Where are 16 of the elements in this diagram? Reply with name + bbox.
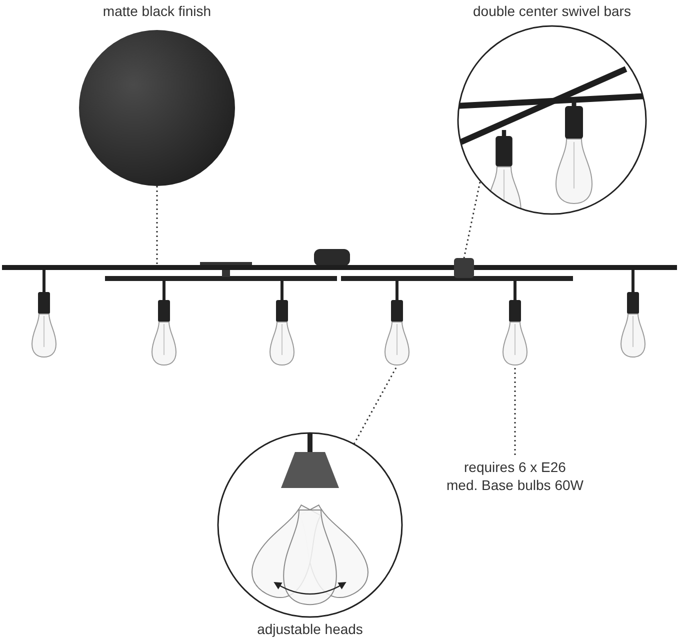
leader-line xyxy=(463,182,481,258)
callout-heading: matte black finish xyxy=(102,2,212,20)
light-bulb xyxy=(620,270,646,358)
swivel-connector xyxy=(454,258,474,278)
leader-line xyxy=(353,366,398,444)
callout-heading: double center swivel bars xyxy=(472,2,632,20)
leader-line xyxy=(156,186,158,265)
leader-line xyxy=(514,366,516,455)
light-bulb xyxy=(384,281,410,366)
light-bulb xyxy=(32,270,56,358)
light-bar xyxy=(2,265,677,270)
callout-heading: adjustable heads xyxy=(256,620,364,638)
light-bulb xyxy=(152,281,176,366)
light-bulb xyxy=(502,281,528,366)
callout-text: requires 6 x E26 med. Base bulbs 60W xyxy=(430,458,600,494)
light-bulb xyxy=(270,281,294,366)
